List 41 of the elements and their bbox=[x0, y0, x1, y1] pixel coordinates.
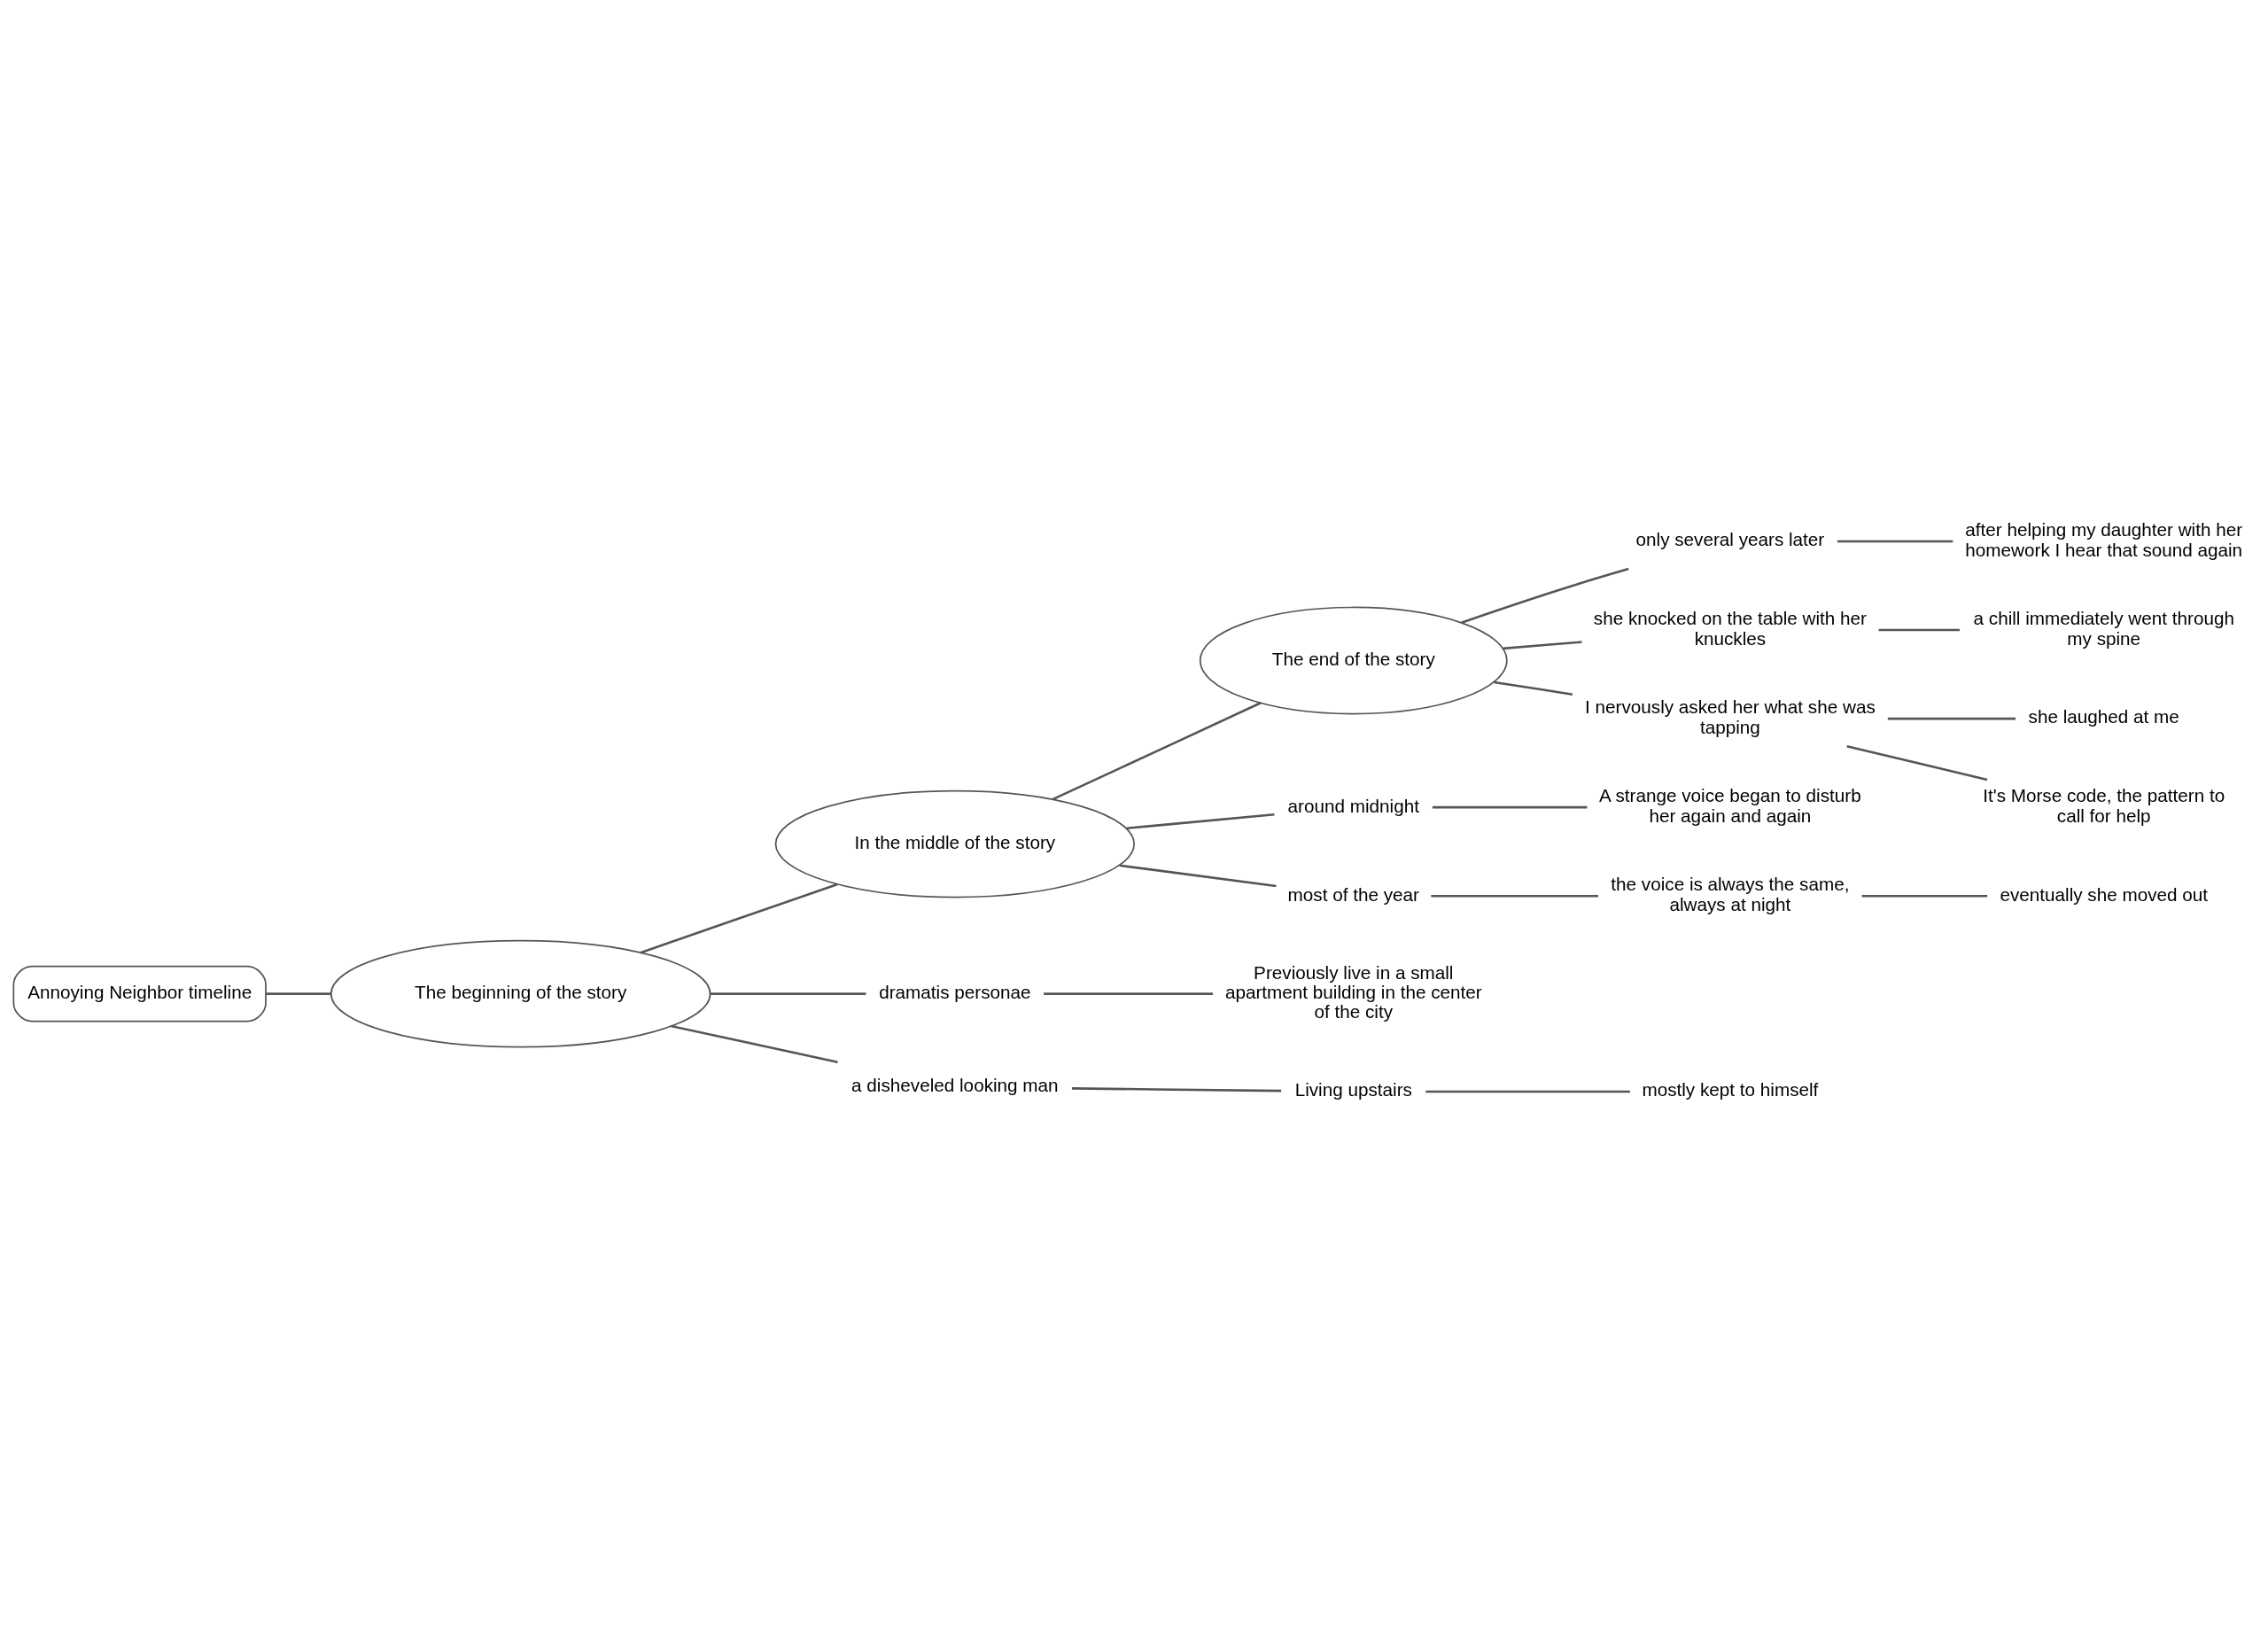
connector bbox=[1846, 744, 1988, 782]
node-text: a disheveled looking man bbox=[851, 1075, 1059, 1096]
node-box: Annoying Neighbor timeline bbox=[12, 965, 267, 1023]
node-text: around midnight bbox=[1287, 795, 1419, 816]
connector bbox=[1119, 864, 1277, 888]
node-text: dramatis personae bbox=[879, 981, 1031, 1002]
connector bbox=[1432, 805, 1588, 809]
connector bbox=[1878, 628, 1960, 632]
connector bbox=[1126, 813, 1275, 830]
connector bbox=[1837, 540, 1953, 543]
node-ellipse: The end of the story bbox=[1199, 606, 1508, 715]
node-text: Previously live in a small apartment building in the center of the city bbox=[1224, 961, 1482, 1023]
node-text: she laughed at me bbox=[2028, 706, 2179, 727]
connector bbox=[1494, 680, 1573, 696]
connector bbox=[266, 992, 331, 995]
node-ellipse: In the middle of the story bbox=[774, 789, 1136, 898]
connector bbox=[1431, 894, 1598, 898]
connector bbox=[1052, 702, 1262, 801]
connector bbox=[1503, 641, 1582, 650]
node-text: she knocked on the table with her knuckles bbox=[1593, 608, 1868, 649]
connector bbox=[640, 883, 838, 954]
node-text: mostly kept to himself bbox=[1642, 1079, 1819, 1100]
node-text: the voice is always the same, always at night bbox=[1611, 874, 1850, 914]
node-ellipse: The beginning of the story bbox=[330, 939, 711, 1048]
node-text: after helping my daughter with her homework I hear that sound again bbox=[1965, 519, 2243, 560]
connector bbox=[1461, 567, 1629, 624]
node-text: Living upstairs bbox=[1294, 1079, 1412, 1100]
connector bbox=[1044, 992, 1213, 995]
connector bbox=[710, 992, 866, 995]
node-text: It's Morse code, the pattern to call for help bbox=[1983, 785, 2225, 826]
connector bbox=[671, 1024, 838, 1063]
node-text: A strange voice began to disturb her again and again bbox=[1599, 785, 1861, 826]
connector bbox=[1887, 717, 2016, 720]
connector bbox=[1861, 894, 1988, 898]
node-text: only several years later bbox=[1635, 529, 1825, 550]
node-text: most of the year bbox=[1287, 883, 1419, 905]
connector bbox=[1425, 1090, 1630, 1093]
node-text: a chill immediately went through my spine bbox=[1973, 608, 2234, 649]
node-text: I nervously asked her what she was tapping bbox=[1585, 696, 1876, 737]
node-text: eventually she moved out bbox=[2000, 883, 2209, 905]
connector bbox=[1071, 1087, 1282, 1093]
